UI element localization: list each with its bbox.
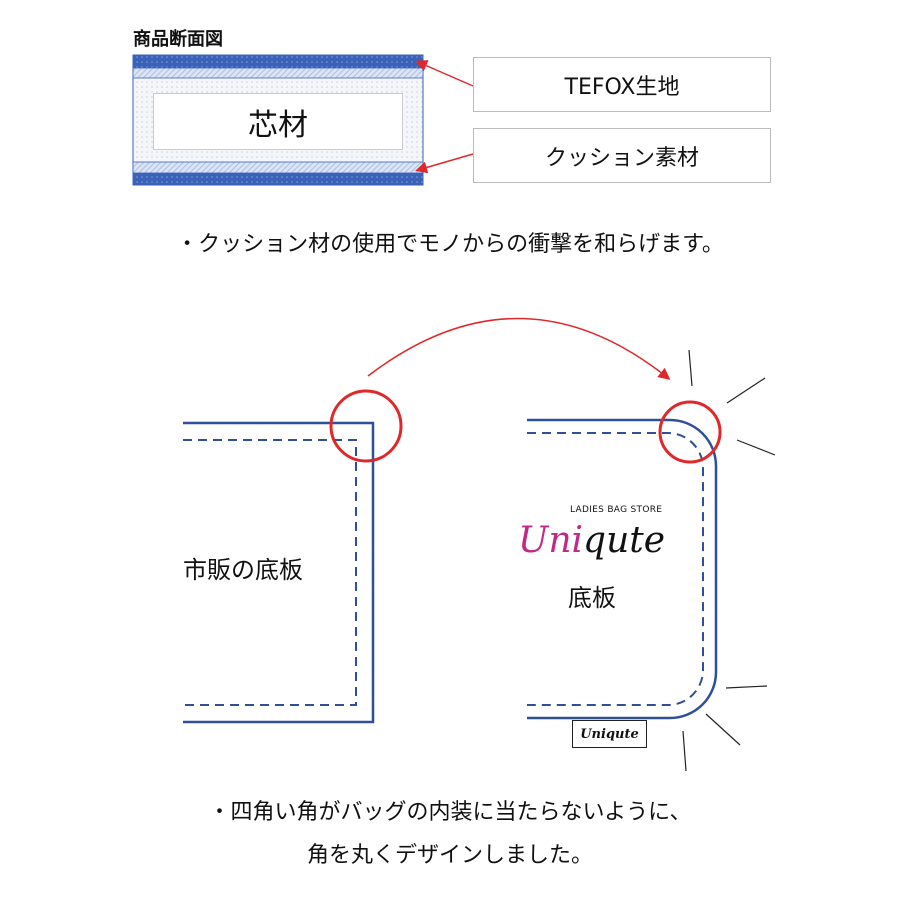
corner-description-line1: ・四角い角がバッグの内装に当たらないように、 (208, 800, 692, 825)
square-corner-highlight (329, 389, 403, 463)
cushion-description: ・クッション材の使用でモノからの衝撃を和らげます。 (176, 232, 724, 257)
logo-part2: qute (583, 520, 666, 561)
section-title: 商品断面図 (133, 29, 223, 50)
core-material-label: 芯材 (153, 93, 403, 150)
transition-arrow (367, 317, 671, 380)
store-tagline: LADIES BAG STORE (570, 505, 663, 515)
arrow-tefox (415, 60, 474, 87)
cushion-top (132, 67, 424, 79)
right-board (527, 349, 776, 772)
commercial-board-label: 市販の底板 (183, 556, 303, 584)
outer-fabric-top (133, 55, 423, 68)
left-board (183, 389, 403, 724)
outer-fabric-bottom (133, 173, 423, 185)
cushion-bottom (132, 161, 424, 174)
shine-lines (682, 349, 776, 772)
brand-tag: Uniqute (572, 720, 647, 748)
bottom-board-label: 底板 (568, 584, 616, 612)
rounded-corner-highlight (658, 400, 722, 464)
corner-description-line2: 角を丸くデザインしました。 (306, 843, 593, 868)
brand-logo: Uniqute (518, 521, 665, 561)
logo-part1: Uni (518, 520, 584, 561)
tefox-fabric-label: TEFOX生地 (473, 57, 771, 112)
arrow-cushion (415, 153, 474, 174)
cushion-material-label: クッション素材 (473, 128, 771, 183)
